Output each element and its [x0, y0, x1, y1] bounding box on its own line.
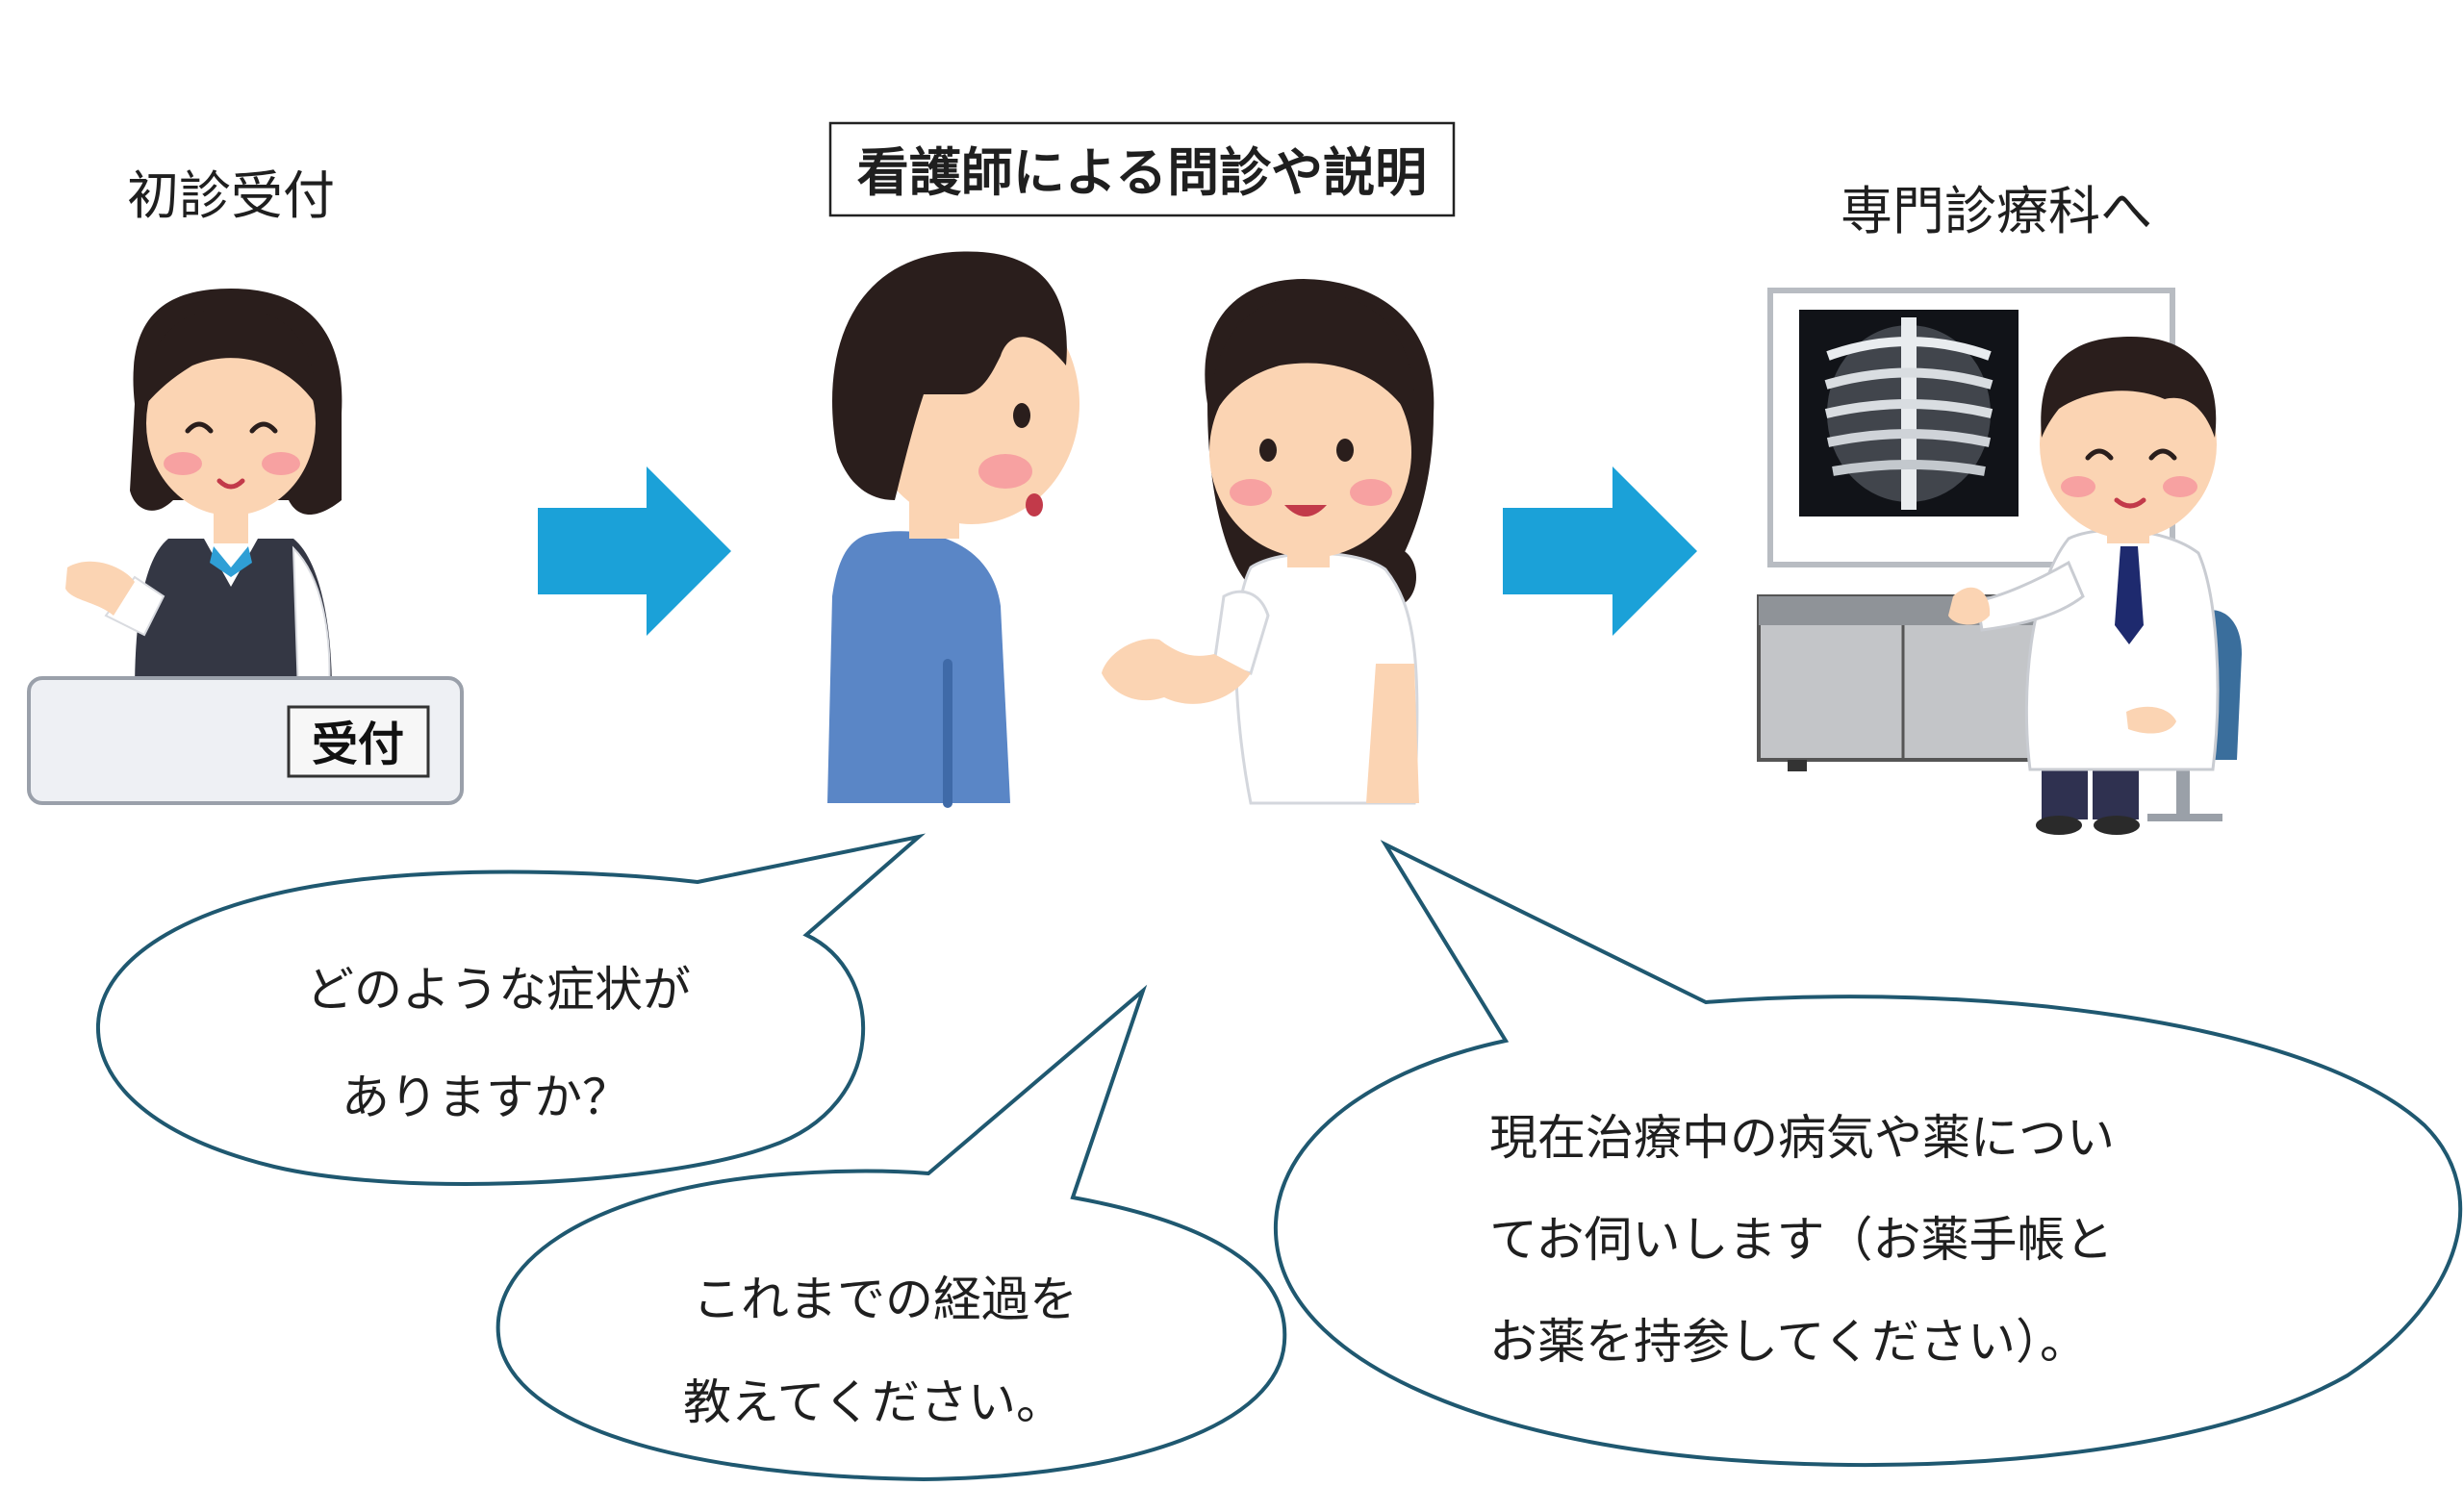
- reception-sign-text: 受付: [312, 718, 404, 771]
- bubble-medication-line1: 現在治療中の病気や薬につい: [1489, 1110, 2115, 1166]
- arrow-right-icon: [1503, 466, 1697, 636]
- bubble-symptoms-line1: どのような症状が: [306, 962, 691, 1018]
- bubble-history-line1: これまでの経過を: [693, 1272, 1078, 1327]
- bubble-symptoms-line2: ありますか？: [342, 1070, 630, 1125]
- speech-bubble-medication: 現在治療中の病気や薬につい てお伺いします（お薬手帳と お薬を持参してください）…: [1274, 840, 2463, 1468]
- step-label-specialist: 専門診療科へ: [1841, 181, 2152, 241]
- speech-bubble-history: これまでの経過を 教えてください。: [495, 984, 1287, 1482]
- receptionist-illustration: 受付: [27, 289, 464, 805]
- step-label-reception: 初診受付: [127, 165, 335, 226]
- nurse-label-box: [828, 121, 1456, 217]
- bubble-history-line2: 教えてください。: [683, 1374, 1064, 1430]
- bubble-medication-line3: お薬を持参してください）。: [1489, 1314, 2088, 1370]
- step-label-nurse-interview: 看護師による問診や説明: [857, 141, 1427, 203]
- nurse-illustration: [1102, 279, 1435, 805]
- xray-image-icon: [1799, 310, 2019, 517]
- speech-bubble-symptoms: どのような症状が ありますか？: [95, 833, 927, 1186]
- arrow-right-icon: [538, 466, 731, 636]
- patient-illustration: [827, 251, 1079, 808]
- bubble-medication-line2: てお伺いします（お薬手帳と: [1489, 1212, 2114, 1268]
- doctor-illustration: [1757, 288, 2242, 835]
